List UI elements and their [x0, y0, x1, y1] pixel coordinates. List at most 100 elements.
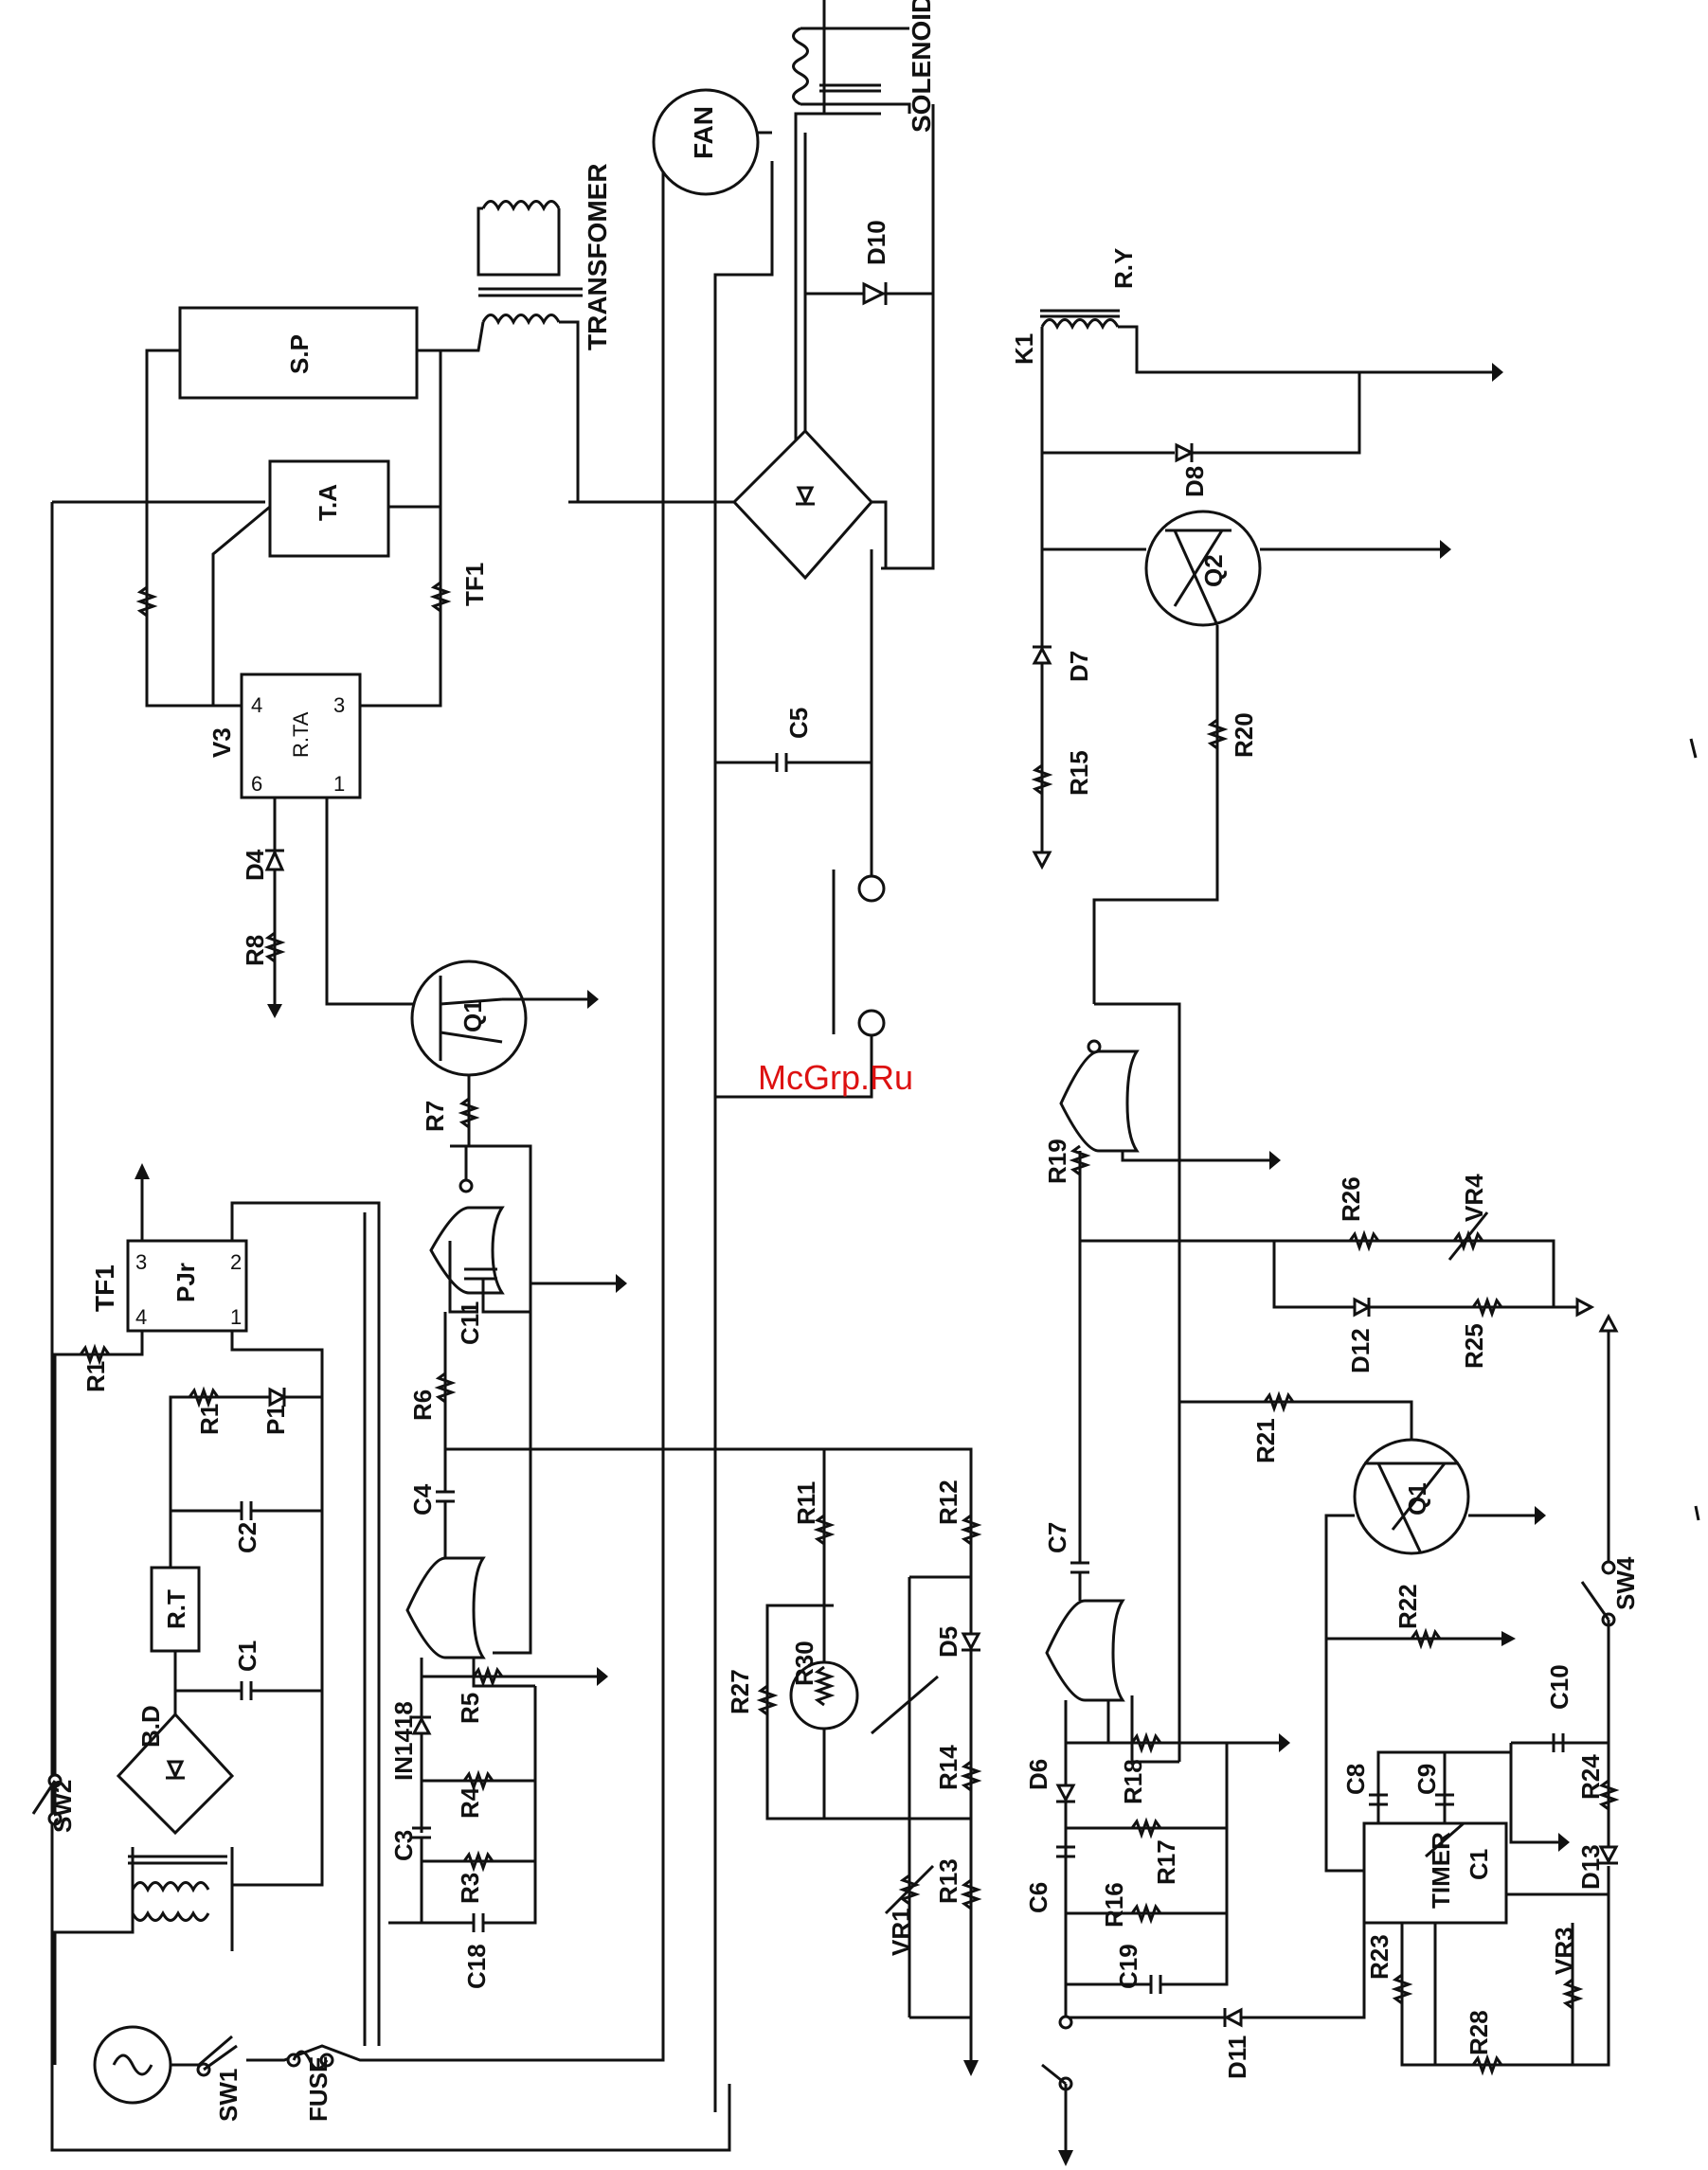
r1-left-resistor-icon: [79, 1343, 111, 1366]
r25-resistor-icon: [1471, 1296, 1503, 1318]
q2-label: Q2: [1199, 554, 1228, 587]
r23-resistor-icon: [1391, 1973, 1413, 2005]
vr3-resistor-icon: [1561, 1978, 1584, 2010]
r4-label: R4: [456, 1786, 484, 1819]
resistor-icon: [135, 585, 158, 618]
d11-label: D11: [1223, 2035, 1251, 2079]
c10-label: C10: [1545, 1664, 1573, 1710]
p1-label: P1: [261, 1405, 290, 1435]
d6-diode-icon: [1055, 1784, 1076, 1803]
r27-label: R27: [726, 1669, 754, 1714]
transformer-sp-block: TRANSFOMER S.P T.A TF1 V3 R.TA 4 3 6 1 D…: [135, 163, 612, 1018]
r18-label: R18: [1119, 1759, 1147, 1804]
vr1-resistor-icon: [898, 1874, 921, 1906]
timer-c1-label: C1: [1465, 1849, 1493, 1880]
c1-left-label: C1: [233, 1641, 261, 1672]
tf1-pjr-block: TF1 PJr 3 2 4 1 R1 R1 P1 C2 R.T C1: [31, 1163, 381, 2122]
bd-label: B.D: [136, 1705, 165, 1748]
nor-gate-icon: [1045, 1599, 1125, 1702]
r4-resistor-icon: [462, 1769, 494, 1792]
c6-label: C6: [1024, 1882, 1052, 1913]
down-arrow-icon: [963, 2060, 979, 2076]
r7-resistor-icon: [458, 1097, 480, 1129]
ground-icon: [1279, 1733, 1290, 1752]
r17-resistor-icon: [1130, 1817, 1162, 1839]
fan-icon: [652, 88, 760, 196]
nor-gate-icon: [405, 1556, 486, 1659]
ground-icon: [597, 1667, 608, 1686]
r18-resistor-icon: [1130, 1731, 1162, 1754]
r1-a-label: R1: [81, 1361, 110, 1392]
r5-resistor-icon: [472, 1665, 504, 1688]
v3-pin-4: 4: [251, 693, 262, 717]
ground-icon: [1440, 540, 1451, 559]
sp-label: S.P: [285, 334, 314, 374]
vr4-label: VR4: [1460, 1174, 1488, 1222]
d6-label: D6: [1024, 1759, 1052, 1790]
nor-gate-icon: [1059, 1049, 1140, 1153]
down-arrow-icon: [1058, 2150, 1073, 2166]
r28-label: R28: [1465, 2010, 1493, 2055]
d12-label: D12: [1346, 1328, 1375, 1373]
q1-top-transistor: Q1 R7: [410, 959, 599, 1146]
solenoid-label: SOLENOID: [907, 0, 936, 133]
fuse-label: FUSE: [304, 2056, 333, 2122]
d12-diode-icon: [1353, 1297, 1373, 1318]
tf1-resistor-icon: [429, 581, 452, 613]
d13-label: D13: [1576, 1844, 1605, 1890]
d8-diode-icon: [1175, 442, 1196, 463]
r19-label: R19: [1043, 1139, 1071, 1184]
c5-label: C5: [784, 708, 813, 739]
sp-module: [178, 306, 419, 400]
r21-label: R21: [1251, 1418, 1280, 1463]
ground-icon: [587, 990, 599, 1009]
r15-label: R15: [1065, 750, 1093, 796]
switch-contact-icon: [857, 874, 886, 903]
r15-resistor-icon: [1031, 763, 1053, 796]
d4-diode-icon: [264, 849, 285, 871]
r26-resistor-icon: [1348, 1229, 1380, 1252]
q1-bottom-transistor: Q1: [1324, 1438, 1546, 1873]
d4-label: D4: [241, 849, 269, 881]
page-mark: [1694, 1505, 1700, 1521]
c5-switch-block: C5: [715, 708, 886, 1099]
c3-label: C3: [389, 1830, 418, 1861]
r1-b-label: R1: [195, 1404, 224, 1435]
r20-label: R20: [1230, 712, 1258, 758]
timer-block: C7 R22 C10 SW4 D6 R18 R17 C6: [1024, 1241, 1640, 2166]
relay-coil-icon: [1040, 318, 1120, 331]
d5-diode-icon: [961, 1632, 981, 1652]
arrow-icon: [1598, 1313, 1619, 1333]
r16-label: R16: [1100, 1882, 1128, 1928]
v3-pin-6: 6: [251, 772, 262, 796]
ground-icon: [1535, 1506, 1546, 1525]
sw2-contact-icon: [47, 1811, 63, 1826]
r25-label: R25: [1460, 1323, 1488, 1369]
relay-q2-block: K1 R.Y D8 Q2 R20 D7 R15: [1010, 248, 1503, 1004]
d7-label: D7: [1065, 651, 1093, 682]
sensor-bridge-block: R11 R12 D5 R27 R30 R14 VR1 R13: [726, 1449, 982, 2076]
r26-label: R26: [1337, 1176, 1365, 1222]
transformer-label: TRANSFOMER: [583, 163, 612, 350]
r7-label: R7: [421, 1101, 449, 1132]
fan-label: FAN: [689, 106, 718, 159]
c2-label: C2: [233, 1522, 261, 1553]
r1-resistor-icon: [188, 1386, 220, 1408]
k1-label: K1: [1010, 333, 1038, 365]
solenoid-coil: [792, 27, 809, 106]
p1-diode-icon: [268, 1387, 288, 1408]
ground-icon: [1269, 1151, 1281, 1170]
c7-label: C7: [1043, 1522, 1071, 1553]
power-transformer-icon: [131, 1881, 210, 1893]
v3-ic-name: R.TA: [289, 711, 313, 758]
ta-module: [268, 459, 390, 558]
ry-label: R.Y: [1109, 248, 1138, 289]
r8-resistor-icon: [263, 931, 286, 963]
r30-label: R30: [790, 1641, 818, 1686]
c9-label: C9: [1412, 1764, 1441, 1795]
r20-resistor-icon: [1206, 718, 1229, 750]
q2-icon: [1144, 510, 1262, 627]
r24-resistor-icon: [1597, 1779, 1620, 1811]
gate-timing-block: C11 R6 C4 IN1418 R5 R4: [388, 1144, 973, 1989]
